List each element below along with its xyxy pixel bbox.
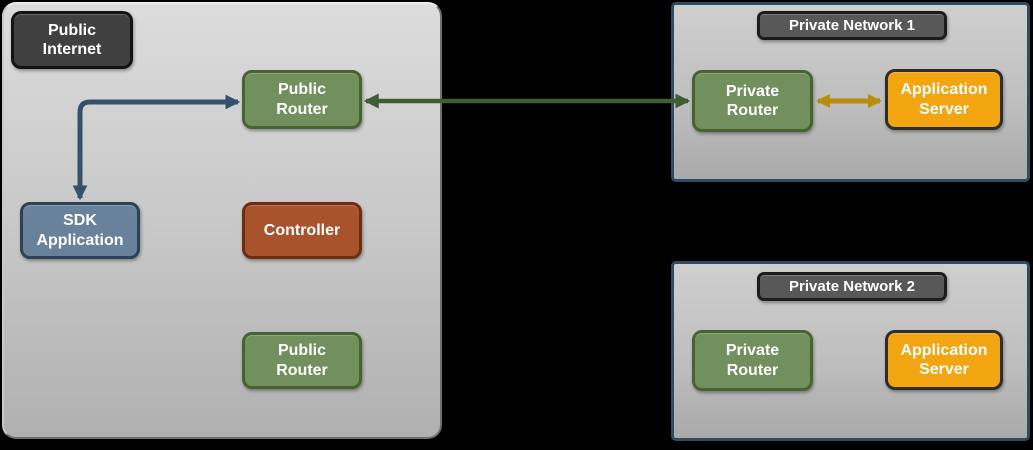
public-internet-panel: Public Internet Public Router SDK Applic…	[2, 2, 442, 439]
node-public-router-top: Public Router	[242, 70, 362, 129]
private-network-1-panel: Private Network 1 Private Router Applica…	[671, 2, 1030, 182]
public-internet-label: Public Internet	[11, 11, 133, 69]
node-public-router-bottom: Public Router	[242, 332, 362, 389]
private-network-1-title: Private Network 1	[757, 11, 947, 40]
node-private-router-2: Private Router	[692, 330, 813, 391]
node-private-router-1: Private Router	[692, 70, 813, 132]
node-sdk-application: SDK Application	[20, 202, 140, 259]
node-application-server-2: Application Server	[885, 330, 1003, 390]
node-controller: Controller	[242, 202, 362, 259]
private-network-2-panel: Private Network 2 Private Router Applica…	[671, 261, 1030, 441]
node-application-server-1: Application Server	[885, 69, 1003, 130]
private-network-2-title: Private Network 2	[757, 272, 947, 301]
